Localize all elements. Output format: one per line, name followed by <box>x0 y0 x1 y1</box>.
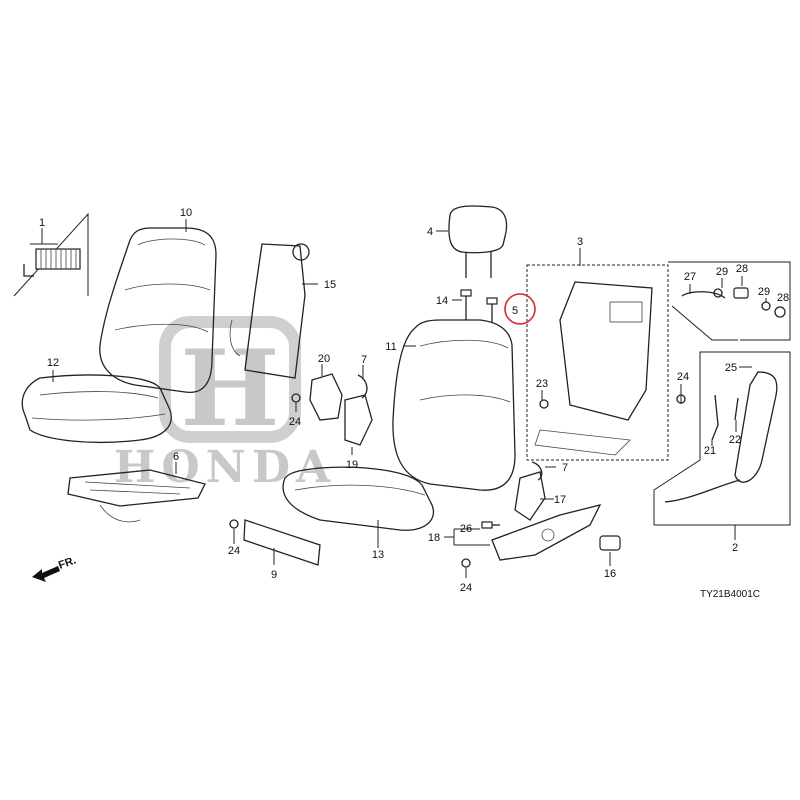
watermark-text: HONDA <box>114 442 336 493</box>
callout-28-right[interactable]: 28 <box>777 292 789 304</box>
part-4-headrest <box>448 205 508 278</box>
part-13-cushion-pad <box>282 466 435 531</box>
callout-16[interactable]: 16 <box>604 568 616 580</box>
callout-15[interactable]: 15 <box>324 279 336 291</box>
callout-19[interactable]: 19 <box>346 459 358 471</box>
callout-7-lower[interactable]: 7 <box>562 462 568 474</box>
callout-26[interactable]: 26 <box>460 523 472 535</box>
callout-11[interactable]: 11 <box>385 341 396 353</box>
callout-7-upper[interactable]: 7 <box>361 354 367 366</box>
callout-1[interactable]: 1 <box>39 217 45 229</box>
callout-6[interactable]: 6 <box>173 451 179 463</box>
callout-10[interactable]: 10 <box>180 207 192 219</box>
callout-24-c[interactable]: 24 <box>460 582 472 594</box>
part-5-highlight-circle <box>504 293 536 325</box>
callout-29-right[interactable]: 29 <box>758 286 770 298</box>
callout-14[interactable]: 14 <box>436 295 448 307</box>
part-26-screw <box>481 521 500 529</box>
part-10-seat-back-cover <box>99 227 217 393</box>
part-27-handle-box <box>668 261 791 341</box>
part-14-headrest-guide <box>460 289 472 320</box>
callout-28-top[interactable]: 28 <box>736 263 748 275</box>
part-6-seat-heater <box>67 469 206 523</box>
callout-29-top[interactable]: 29 <box>716 266 728 278</box>
front-direction-indicator: FR. <box>32 554 78 582</box>
callout-13[interactable]: 13 <box>372 549 384 561</box>
part-15-back-pad <box>229 243 310 379</box>
callout-27[interactable]: 27 <box>684 271 696 283</box>
arrow-icon <box>32 566 60 582</box>
watermark-logo-letter: H <box>180 326 279 450</box>
part-20-bracket <box>309 373 343 421</box>
part-12-cushion-cover <box>21 374 172 444</box>
part-16-knob <box>599 535 621 551</box>
callout-24-b[interactable]: 24 <box>228 545 240 557</box>
callout-17[interactable]: 17 <box>554 494 566 506</box>
callout-4[interactable]: 4 <box>427 226 433 238</box>
callout-24-d[interactable]: 24 <box>677 371 689 383</box>
callout-24-a[interactable]: 24 <box>289 416 301 428</box>
leader-lines <box>30 219 767 578</box>
part-9-side-trim <box>243 519 321 566</box>
honda-watermark: H HONDA <box>114 316 336 493</box>
callout-18[interactable]: 18 <box>428 532 440 544</box>
callout-labels: 1 2 3 4 5 6 7 7 9 10 11 12 13 14 15 16 1… <box>39 207 789 594</box>
callout-22[interactable]: 22 <box>729 434 741 446</box>
diagram-code: TY21B4001C <box>700 589 760 600</box>
part-19-hinge <box>344 374 373 446</box>
part-18-switch-cover <box>491 504 602 561</box>
callout-23[interactable]: 23 <box>536 378 548 390</box>
front-direction-label: FR. <box>57 554 78 571</box>
part-3-seat-back-frame <box>526 264 669 461</box>
fasteners-24 <box>229 393 686 568</box>
part-5-headrest-guide-lock <box>486 297 498 322</box>
part-11-seat-back-pad <box>392 319 516 491</box>
part-1-clip-set <box>13 212 89 297</box>
callout-25[interactable]: 25 <box>725 362 737 374</box>
callout-9[interactable]: 9 <box>271 569 277 581</box>
callout-12[interactable]: 12 <box>47 357 59 369</box>
callout-3[interactable]: 3 <box>577 236 583 248</box>
callout-2[interactable]: 2 <box>732 542 738 554</box>
callout-5[interactable]: 5 <box>512 305 518 317</box>
part-2-airbag-box <box>653 351 791 526</box>
callout-21[interactable]: 21 <box>704 445 716 457</box>
part-17-recliner <box>514 461 546 521</box>
callout-20[interactable]: 20 <box>318 353 330 365</box>
